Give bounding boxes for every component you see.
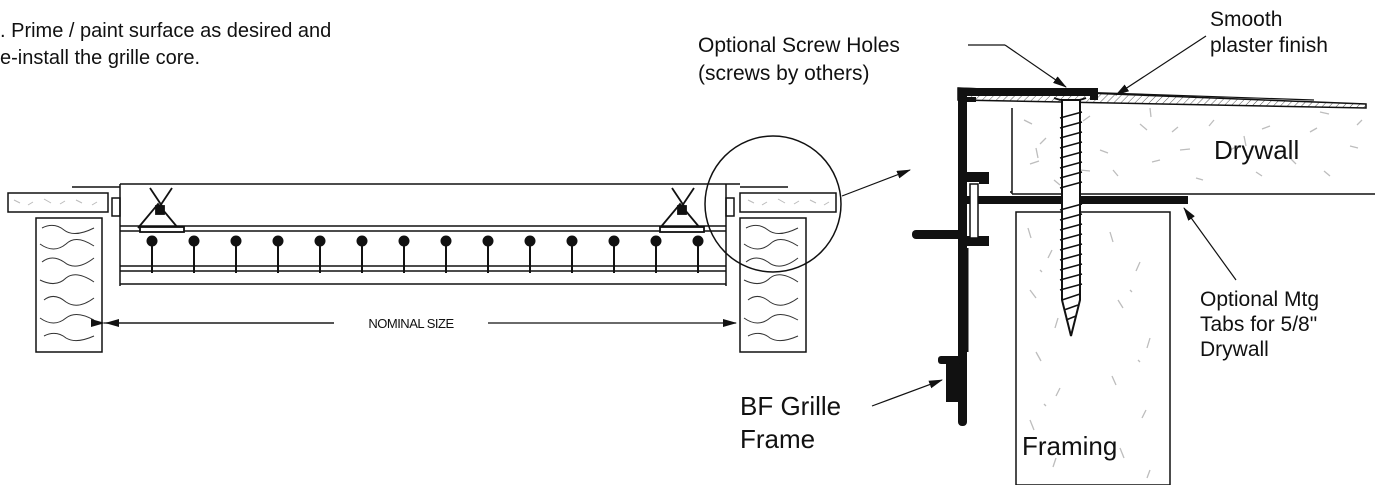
right-drywall-strip [739,192,837,213]
framing-block [1015,211,1171,485]
screw-holes-label-1: Optional Screw Holes [698,34,900,57]
grille-section-view: NOMINAL SIZE [7,135,911,353]
enlarged-detail: Optional Screw Holes (screws by others) … [698,8,1375,485]
spring-clip-left [137,187,185,233]
grille-blades [146,235,704,273]
instruction-line-1: . Prime / paint surface as desired and [0,20,331,42]
nominal-size-label: NOMINAL SIZE [368,316,454,331]
framing-texture [1027,227,1151,479]
framing-label: Framing [1022,431,1117,461]
plaster-label-1: Smooth [1210,8,1282,31]
drywall-texture [1023,107,1363,186]
mtg-tabs-label-3: Drywall [1200,338,1269,361]
grille-frame-label-2: Frame [740,424,815,454]
spring-clip-right [659,187,705,233]
left-stud [35,217,103,353]
left-drywall-strip [7,192,109,213]
instruction-line-2: e-install the grille core. [0,47,200,69]
right-stud [739,217,807,353]
screw-holes-label-2: (screws by others) [698,62,870,85]
mtg-tabs-label-2: Tabs for 5/8" [1200,313,1317,336]
grille-frame-label-1: BF Grille [740,391,841,421]
mtg-tabs-label-1: Optional Mtg [1200,288,1319,311]
drywall-label: Drywall [1214,135,1299,165]
plaster-label-2: plaster finish [1210,34,1328,57]
screw [1053,97,1087,337]
detail-callout-circle [704,135,842,273]
